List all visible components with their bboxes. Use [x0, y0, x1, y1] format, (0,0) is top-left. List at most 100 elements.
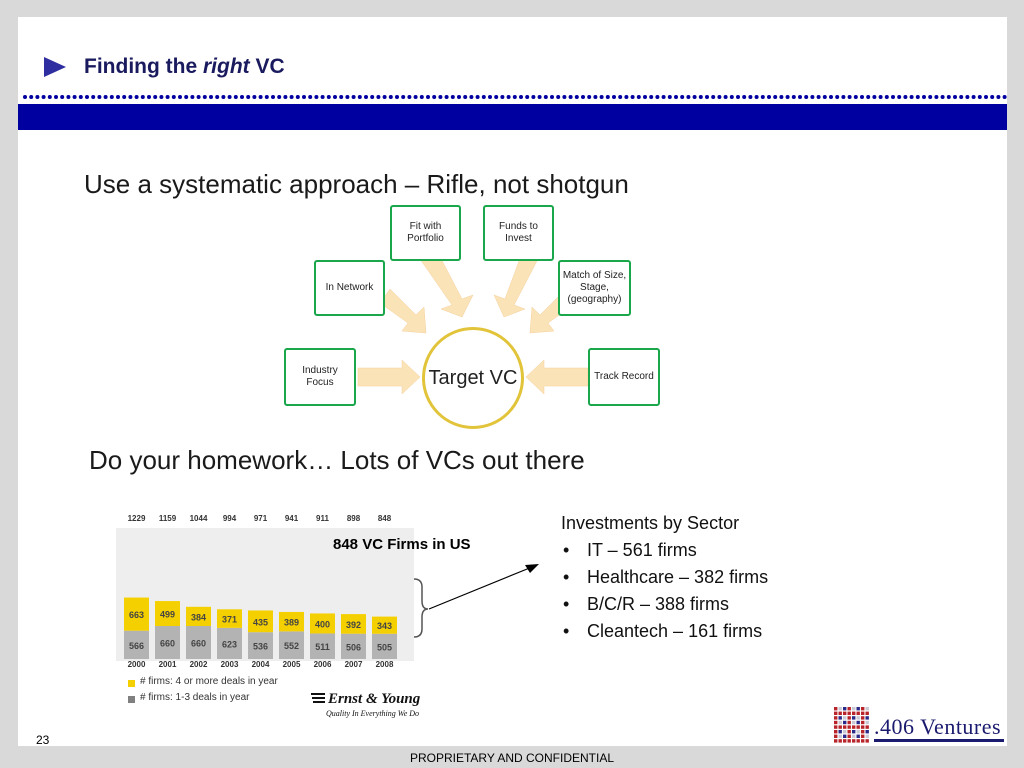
bar-total-label: 848	[378, 514, 392, 523]
divider-dot	[178, 95, 182, 99]
logo-cell	[852, 716, 856, 720]
factor-in-network: In Network	[314, 260, 385, 316]
logo-cell	[861, 739, 865, 743]
divider-dot	[382, 95, 387, 99]
bar-1to3-deals	[217, 627, 242, 659]
divider-dot	[630, 95, 635, 99]
logo-cell	[852, 725, 856, 729]
divider-dot	[500, 95, 505, 99]
divider-dot	[444, 95, 449, 99]
target-vc-circle: Target VC	[422, 327, 524, 429]
divider-dot	[233, 95, 238, 99]
divider-dot	[928, 95, 933, 99]
heading-systematic-approach: Use a systematic approach – Rifle, not s…	[84, 169, 629, 199]
divider-dot	[810, 95, 815, 99]
logo-cell	[856, 720, 860, 725]
divider-dot	[184, 95, 189, 99]
divider-dot	[41, 95, 46, 99]
divider-dot	[922, 95, 926, 99]
divider-dot	[78, 95, 83, 99]
divider-dot	[717, 95, 722, 99]
logo-cell	[861, 720, 865, 725]
divider-dot	[754, 95, 759, 99]
divider-dot	[227, 95, 232, 99]
divider-dot	[909, 95, 914, 99]
logo-cell	[861, 707, 865, 711]
logo-cell	[838, 707, 842, 711]
divider-dot	[587, 95, 592, 99]
logo-cell	[865, 720, 869, 725]
bar-4plus-deals	[248, 610, 273, 633]
divider-dot	[773, 95, 778, 99]
x-tick-label: 2005	[283, 660, 301, 669]
ernst-young-name: Ernst & Young	[328, 691, 421, 707]
logo-cell	[856, 730, 860, 734]
divider-dot	[636, 95, 641, 99]
logo-cell	[834, 720, 838, 725]
divider-dot	[463, 95, 468, 99]
divider-dot	[891, 95, 895, 99]
divider-dot	[767, 95, 771, 99]
x-tick-label: 2003	[221, 660, 239, 669]
divider-dot	[884, 95, 889, 99]
divider-dot	[915, 95, 920, 99]
bar-4plus-deals	[124, 597, 149, 631]
chart-annotation: 848 VC Firms in US	[333, 536, 471, 553]
bar-label-4plus: 392	[346, 620, 361, 630]
divider-dot	[326, 95, 331, 99]
legend-4plus: # firms: 4 or more deals in year	[140, 676, 278, 687]
divider-dot	[543, 95, 548, 99]
logo-cell	[861, 725, 865, 729]
divider-dot	[996, 95, 1001, 99]
divider-dot	[252, 95, 257, 99]
logo-cell	[847, 707, 851, 711]
divider-dot	[66, 95, 71, 99]
logo-cell	[856, 725, 860, 729]
divider-dot	[246, 95, 251, 99]
406-ventures-logo-text: .406 Ventures	[874, 714, 1002, 739]
bar-1to3-deals	[341, 633, 366, 659]
divider-dot	[196, 95, 201, 99]
divider-dot	[835, 95, 840, 99]
divider-dot	[742, 95, 747, 99]
factor-match-size-stage: Match of Size, Stage, (geography)	[558, 260, 631, 316]
bar-label-4plus: 400	[315, 619, 330, 629]
divider-dot	[29, 95, 34, 99]
bar-label-1to3: 660	[160, 639, 175, 649]
divider-dot	[60, 95, 65, 99]
divider-dot	[450, 95, 455, 99]
logo-cell	[856, 711, 860, 715]
divider-dot	[798, 95, 802, 99]
logo-cell	[834, 734, 838, 738]
divider-dot	[103, 95, 108, 99]
divider-dot	[531, 95, 536, 99]
divider-dot	[54, 95, 58, 99]
logo-cell	[834, 707, 838, 711]
406-ventures-logo-icon	[834, 707, 869, 743]
logo-cell	[852, 720, 856, 725]
divider-dot	[667, 95, 672, 99]
divider-dot	[506, 95, 511, 99]
bar-label-1to3: 506	[346, 642, 361, 652]
divider-dot	[847, 95, 852, 99]
divider-dot	[109, 95, 114, 99]
divider-dot	[85, 95, 89, 99]
divider-dot	[97, 95, 102, 99]
logo-cell	[838, 725, 842, 729]
bar-1to3-deals	[372, 633, 397, 659]
divider-dot	[407, 95, 412, 99]
divider-dot	[934, 95, 939, 99]
bar-total-label: 1044	[190, 514, 208, 523]
divider-dot	[649, 95, 654, 99]
divider-dot	[351, 95, 356, 99]
bar-total-label: 898	[347, 514, 361, 523]
logo-cell	[856, 707, 860, 711]
bar-label-4plus: 499	[160, 610, 175, 620]
divider-dot	[295, 95, 300, 99]
vc-firms-chart: 5666631229200066049911592001660384104420…	[116, 514, 539, 669]
factor-funds-invest: Funds to Invest	[483, 205, 554, 261]
divider-dot	[426, 95, 430, 99]
logo-cell	[856, 734, 860, 738]
logo-cell	[865, 730, 869, 734]
bar-label-1to3: 552	[284, 641, 299, 651]
